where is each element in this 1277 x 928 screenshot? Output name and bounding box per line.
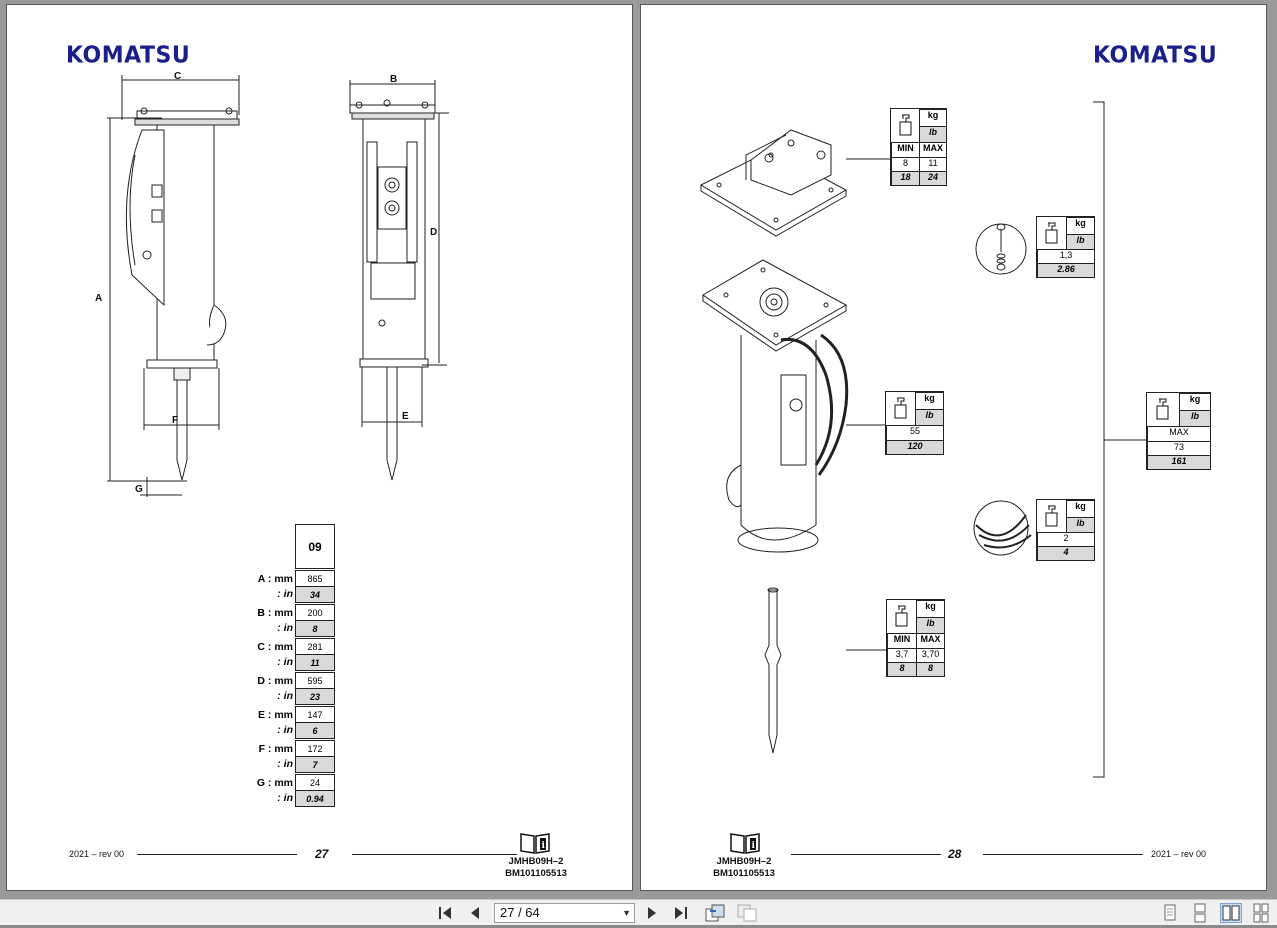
chevron-down-icon: ▼ <box>622 908 631 918</box>
bolts-weight-box: kg lb 1,3 2.86 <box>1036 216 1095 278</box>
table-row: G : mm : in 24 0.94 <box>247 774 335 808</box>
two-page-icon <box>1222 905 1240 921</box>
footer-rule <box>137 854 297 855</box>
dim-label-g: G <box>135 484 143 495</box>
first-page-icon <box>439 907 451 919</box>
continuous-view-button[interactable] <box>1189 903 1211 923</box>
model-header: 09 <box>295 524 335 569</box>
weight-icon <box>894 397 907 419</box>
table-row: A : mm : in 865 34 <box>247 570 335 604</box>
viewer-toolbar: 27 / 64 ▼ <box>0 899 1277 925</box>
footer-date: 2021 – rev 00 <box>1151 849 1207 859</box>
table-row: B : mm : in 200 8 <box>247 604 335 638</box>
weight-icon <box>1045 505 1058 527</box>
weight-icon <box>899 114 912 136</box>
breaker-parts-drawing <box>699 101 1146 778</box>
breaker-dimension-drawing: C B A D E F G <box>95 71 449 497</box>
doc-code: JMHB09H–2 BM101105513 <box>505 856 567 879</box>
two-page-continuous-icon <box>1253 903 1269 923</box>
komatsu-logo: KOMATSU <box>66 42 191 69</box>
hoses-weight-box: kg lb 2 4 <box>1036 499 1095 561</box>
last-page-button[interactable] <box>672 904 690 922</box>
dim-label-d: D <box>430 227 437 238</box>
forward-view-icon <box>737 904 757 922</box>
weight-icon <box>1045 222 1058 244</box>
footer-date: 2021 – rev 00 <box>69 849 125 859</box>
back-view-icon <box>705 904 725 922</box>
last-page-icon <box>675 907 687 919</box>
previous-page-icon <box>471 907 479 919</box>
dim-label-b: B <box>390 74 397 85</box>
page-number: 28 <box>948 847 962 861</box>
svg-text:i: i <box>752 841 756 851</box>
two-page-continuous-view-button[interactable] <box>1250 903 1272 923</box>
breaker-weight-box: kg lb 55 120 <box>885 391 944 455</box>
weight-icon <box>1156 398 1169 420</box>
go-back-view-button[interactable] <box>704 904 726 922</box>
single-page-view-button[interactable] <box>1159 903 1181 923</box>
komatsu-logo: KOMATSU <box>1093 42 1218 69</box>
next-page-button[interactable] <box>643 904 661 922</box>
manual-book-icon: i <box>520 833 550 854</box>
page-number-input[interactable]: 27 / 64 ▼ <box>494 903 635 923</box>
table-row: D : mm : in 595 23 <box>247 672 335 706</box>
svg-text:i: i <box>542 841 546 851</box>
manual-book-icon: i <box>730 833 760 854</box>
footer-rule <box>983 854 1143 855</box>
go-forward-view-button[interactable] <box>736 904 758 922</box>
bracket-weight-box: kg lb MIN MAX 8 11 18 24 <box>890 108 947 186</box>
continuous-page-icon <box>1194 903 1206 923</box>
page-27: KOMATSU <box>6 4 633 891</box>
page-28: KOMATSU <box>640 4 1267 891</box>
doc-code: JMHB09H–2 BM101105513 <box>713 856 775 879</box>
dim-label-c: C <box>174 71 181 82</box>
total-weight-box: kg lb MAX 73 161 <box>1146 392 1211 470</box>
dim-label-a: A <box>95 293 102 304</box>
page-number: 27 <box>315 847 329 861</box>
chisel-weight-box: kg lb MIN MAX 3,7 3,70 8 8 <box>886 599 945 677</box>
table-row: F : mm : in 172 7 <box>247 740 335 774</box>
single-page-icon <box>1164 904 1176 921</box>
two-page-view-button[interactable] <box>1220 903 1242 923</box>
table-row: C : mm : in 281 11 <box>247 638 335 672</box>
dim-label-e: E <box>402 411 409 422</box>
dim-label-f: F <box>172 415 178 426</box>
weight-icon <box>895 605 908 627</box>
next-page-icon <box>648 907 656 919</box>
table-row: E : mm : in 147 6 <box>247 706 335 740</box>
first-page-button[interactable] <box>436 904 454 922</box>
previous-page-button[interactable] <box>466 904 484 922</box>
footer-rule <box>791 854 941 855</box>
document-viewer: KOMATSU <box>0 0 1277 900</box>
footer-rule <box>352 854 517 855</box>
